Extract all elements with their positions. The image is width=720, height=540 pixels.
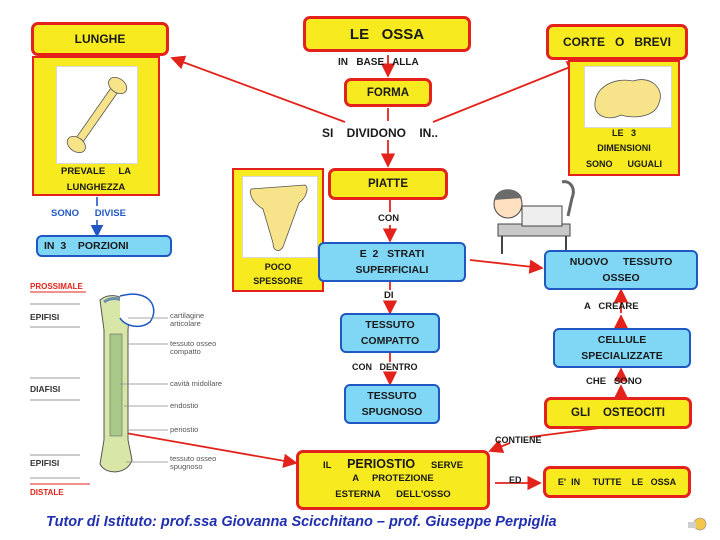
bone-section-epifisi-bottom: EPIFISI (30, 458, 60, 468)
node-piatte: PIATTE (328, 168, 448, 200)
panel-piatte-text: POCO SPESSORE (253, 262, 303, 287)
patient-in-bed-icon (493, 180, 575, 254)
bone-section-epifisi-top: EPIFISI (30, 312, 60, 322)
label-a-creare: A CREARE (584, 301, 639, 312)
node-cellule: CELLULE SPECIALIZZATE (553, 328, 691, 368)
bone-section-diafisi: DIAFISI (30, 384, 61, 394)
periostio-rest: A PROTEZIONE ESTERNA DELL'OSSO (335, 472, 451, 500)
short-bone-icon (594, 79, 661, 119)
periostio-il: IL (322, 459, 332, 471)
flat-bone-icon (250, 184, 308, 251)
bone-label-endostio: endostio (170, 401, 199, 410)
node-in-3-porzioni-text: IN 3 PORZIONI (44, 239, 129, 252)
node-forma-text: FORMA (366, 86, 410, 99)
label-con: CON (378, 213, 400, 224)
label-ed: ED (509, 475, 522, 485)
bone-label-cartilagine: cartilagine articolare (170, 311, 205, 328)
node-tutte-ossa-text: E' IN TUTTE LE OSSA (557, 477, 677, 487)
node-corte-brevi: CORTE O BREVI (546, 24, 688, 60)
panel-lunghe-text: PREVALE LA LUNGHEZZA (60, 166, 132, 194)
node-periostio: IL PERIOSTIO SERVE A PROTEZIONE ESTERNA … (296, 450, 490, 510)
periostio-serve: SERVE (431, 459, 464, 471)
panel-corte: LE 3 DIMENSIONI SONO UGUALI (568, 60, 680, 176)
title-box: LE OSSA (303, 16, 471, 52)
bone-label-periostio: periostio (170, 425, 199, 434)
bone-label-cavita: cavità midollare (170, 379, 223, 388)
label-contiene: CONTIENE (495, 435, 542, 445)
node-lunghe-text: LUNGHE (74, 32, 126, 46)
node-compatto: TESSUTO COMPATTO (340, 313, 440, 353)
periostio-main: PERIOSTIO (347, 456, 416, 471)
flat-bone-image (242, 176, 318, 258)
node-forma: FORMA (344, 78, 432, 107)
node-osteociti-text: GLI OSTEOCITI (571, 407, 665, 419)
label-che-sono: CHE SONO (586, 376, 642, 387)
panel-lunghe: PREVALE LA LUNGHEZZA (32, 56, 160, 196)
node-cellule-text: CELLULE SPECIALIZZATE (581, 333, 663, 362)
panel-corte-text: LE 3 DIMENSIONI SONO UGUALI (585, 128, 662, 169)
bone-section-distale: DISTALE (30, 488, 64, 497)
bone-label-compatto: tessuto osseo compatto (170, 339, 217, 356)
label-sono-divise: SONO DIVISE (51, 208, 126, 219)
label-in-base-alla: IN BASE ALLA (338, 57, 419, 68)
node-corte-brevi-text: CORTE O BREVI (562, 35, 671, 49)
label-si-dividono: SI DIVIDONO IN.. (322, 126, 439, 140)
node-compatto-text: TESSUTO COMPATTO (360, 318, 420, 347)
patient-image (478, 176, 584, 260)
node-nuovo-tessuto-text: NUOVO TESSUTO OSSEO (569, 255, 673, 284)
node-spugnoso-text: TESSUTO SPUGNOSO (361, 389, 423, 418)
long-bone-icon (66, 77, 128, 153)
doodle-icon (688, 517, 707, 531)
long-bone-image (56, 66, 138, 164)
node-spugnoso: TESSUTO SPUGNOSO (344, 384, 440, 424)
node-strati-text: E 2 STRATI SUPERFICIALI (355, 247, 429, 276)
node-strati: E 2 STRATI SUPERFICIALI (318, 242, 466, 282)
label-con-dentro: CON DENTRO (352, 362, 418, 372)
panel-piatte: POCO SPESSORE (232, 168, 324, 292)
title-text: LE OSSA (349, 25, 425, 43)
bone-label-spugnoso: tessuto osseo spugnoso (170, 454, 217, 471)
node-nuovo-tessuto: NUOVO TESSUTO OSSEO (544, 250, 698, 290)
node-tutte-ossa: E' IN TUTTE LE OSSA (543, 466, 691, 498)
node-osteociti: GLI OSTEOCITI (544, 397, 692, 429)
node-piatte-text: PIATTE (367, 178, 409, 190)
label-di: DI (384, 290, 394, 301)
bone-section-prossimale: PROSSIMALE (30, 282, 83, 291)
footer-credits: Tutor di Istituto: prof.ssa Giovanna Sci… (46, 514, 557, 530)
short-bone-image (584, 66, 672, 128)
node-in-3-porzioni: IN 3 PORZIONI (36, 235, 172, 257)
node-lunghe: LUNGHE (31, 22, 169, 56)
